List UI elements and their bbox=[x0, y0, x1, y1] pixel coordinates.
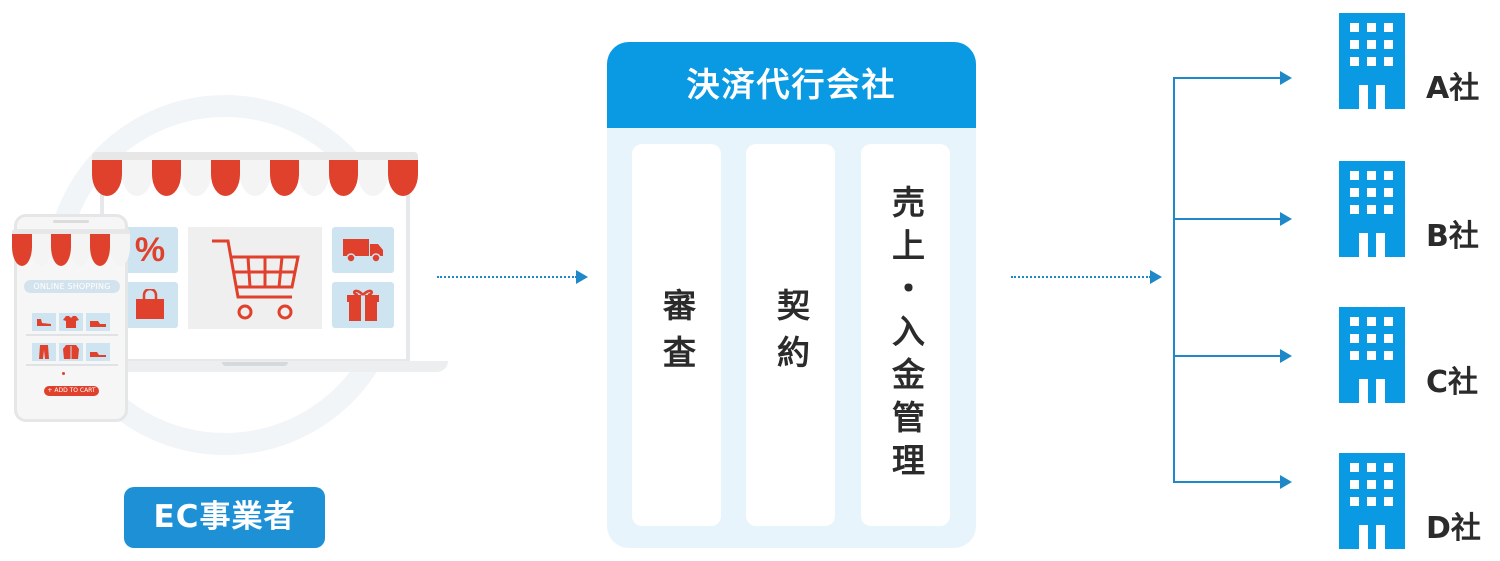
function-column-contract: 契約 bbox=[746, 144, 835, 526]
branch-line-c bbox=[1173, 355, 1281, 357]
company-c: C社 bbox=[1339, 307, 1489, 403]
laptop-notch bbox=[222, 362, 288, 366]
cart-panel bbox=[188, 227, 322, 329]
phone-divider bbox=[26, 364, 118, 366]
percent-icon: % bbox=[134, 230, 166, 269]
payment-agency-panel: 決済代行会社 審査 契約 売上・入金管理 bbox=[607, 42, 976, 548]
phone-product-tile bbox=[86, 343, 110, 361]
agency-to-companies-arrowhead bbox=[1150, 270, 1162, 284]
sneaker-icon bbox=[90, 352, 106, 357]
company-label-b: B社 bbox=[1426, 219, 1479, 254]
branch-arrowhead-a bbox=[1280, 71, 1292, 85]
function-column-screening: 審査 bbox=[632, 144, 721, 526]
payment-agency-title: 決済代行会社 bbox=[686, 65, 897, 104]
gift-tile bbox=[332, 282, 394, 328]
ec-merchant-illustration: % bbox=[0, 0, 460, 561]
percent-tile: % bbox=[122, 227, 178, 273]
laptop-awning bbox=[92, 160, 418, 196]
phone-awning-top bbox=[12, 229, 130, 235]
laptop-awning-top bbox=[92, 152, 418, 162]
add-to-cart-button: + ADD TO CART bbox=[44, 386, 99, 396]
function-label-screening: 審査 bbox=[657, 288, 697, 382]
gift-box-icon bbox=[347, 289, 379, 321]
shopping-bag-icon bbox=[136, 289, 164, 319]
branch-arrowhead-b bbox=[1280, 212, 1292, 226]
sneaker-icon bbox=[90, 321, 106, 327]
shopping-bag-tile bbox=[122, 282, 178, 328]
agency-to-companies-connector bbox=[1011, 276, 1151, 278]
ec-merchant-label: EC事業者 bbox=[124, 487, 325, 548]
delivery-truck-icon bbox=[343, 239, 383, 263]
building-icon bbox=[1339, 307, 1405, 403]
jacket-icon bbox=[63, 345, 79, 359]
shopping-cart-icon bbox=[212, 239, 300, 320]
company-a: A社 bbox=[1339, 13, 1489, 109]
phone-pagination-dot bbox=[62, 372, 65, 375]
branch-trunk-line bbox=[1173, 77, 1175, 483]
phone-product-tile bbox=[59, 313, 83, 331]
branch-line-a bbox=[1173, 77, 1281, 79]
branch-line-d bbox=[1173, 481, 1281, 483]
ec-merchant-label-text: EC事業者 bbox=[153, 499, 296, 535]
phone-product-tile bbox=[59, 343, 83, 361]
branch-arrowhead-d bbox=[1280, 475, 1292, 489]
shoe-icon bbox=[37, 319, 51, 326]
company-b: B社 bbox=[1339, 161, 1489, 257]
phone-search-bar: ONLINE SHOPPING bbox=[24, 280, 120, 293]
company-d: D社 bbox=[1339, 453, 1489, 549]
phone-product-tile bbox=[86, 313, 110, 331]
building-icon bbox=[1339, 161, 1405, 257]
add-to-cart-label: + ADD TO CART bbox=[47, 387, 96, 394]
phone-product-tile bbox=[32, 313, 56, 331]
truck-tile bbox=[332, 227, 394, 273]
phone-search-text: ONLINE SHOPPING bbox=[33, 282, 111, 291]
phone-speaker bbox=[53, 220, 89, 223]
company-label-c: C社 bbox=[1426, 365, 1479, 400]
building-icon bbox=[1339, 453, 1405, 549]
phone-product-tile bbox=[32, 343, 56, 361]
merchant-to-agency-connector bbox=[437, 276, 577, 278]
building-icon bbox=[1339, 13, 1405, 109]
phone-divider bbox=[26, 334, 118, 336]
laptop-base bbox=[82, 361, 448, 372]
function-column-sales-management: 売上・入金管理 bbox=[861, 144, 950, 526]
tshirt-icon bbox=[63, 316, 79, 328]
branch-line-b bbox=[1173, 218, 1281, 220]
branch-arrowhead-c bbox=[1280, 349, 1292, 363]
company-label-a: A社 bbox=[1426, 71, 1480, 106]
pants-icon bbox=[39, 345, 49, 359]
company-label-d: D社 bbox=[1426, 511, 1481, 546]
function-label-sales-management: 売上・入金管理 bbox=[886, 184, 926, 486]
phone-awning bbox=[12, 234, 130, 266]
function-label-contract: 契約 bbox=[771, 288, 811, 382]
payment-agency-header: 決済代行会社 bbox=[607, 42, 976, 128]
merchant-to-agency-arrowhead bbox=[576, 270, 588, 284]
